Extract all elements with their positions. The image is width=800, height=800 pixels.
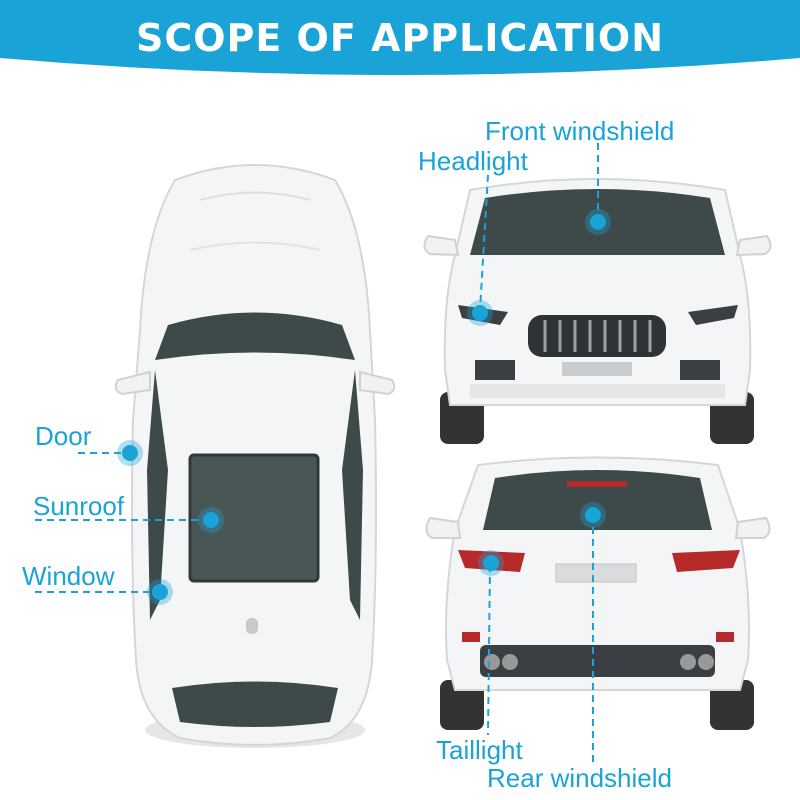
banner-shape	[0, 0, 800, 75]
front-view-car-illustration	[423, 178, 772, 444]
label-taillight: Taillight	[436, 735, 523, 765]
leader-lines	[35, 143, 599, 765]
label-headlight: Headlight	[418, 146, 528, 176]
marker-dot-icon	[117, 209, 611, 605]
label-sunroof: Sunroof	[33, 491, 125, 521]
page-title: SCOPE OF APPLICATION	[135, 16, 665, 60]
title-banner	[0, 0, 800, 86]
label-window: Window	[22, 561, 115, 591]
rear-view-car-illustration	[425, 456, 771, 730]
label-front-windshield: Front windshield	[485, 116, 675, 146]
top-view-car-illustration	[114, 164, 396, 748]
label-rear-windshield: Rear windshield	[487, 763, 672, 793]
label-door: Door	[35, 421, 92, 451]
